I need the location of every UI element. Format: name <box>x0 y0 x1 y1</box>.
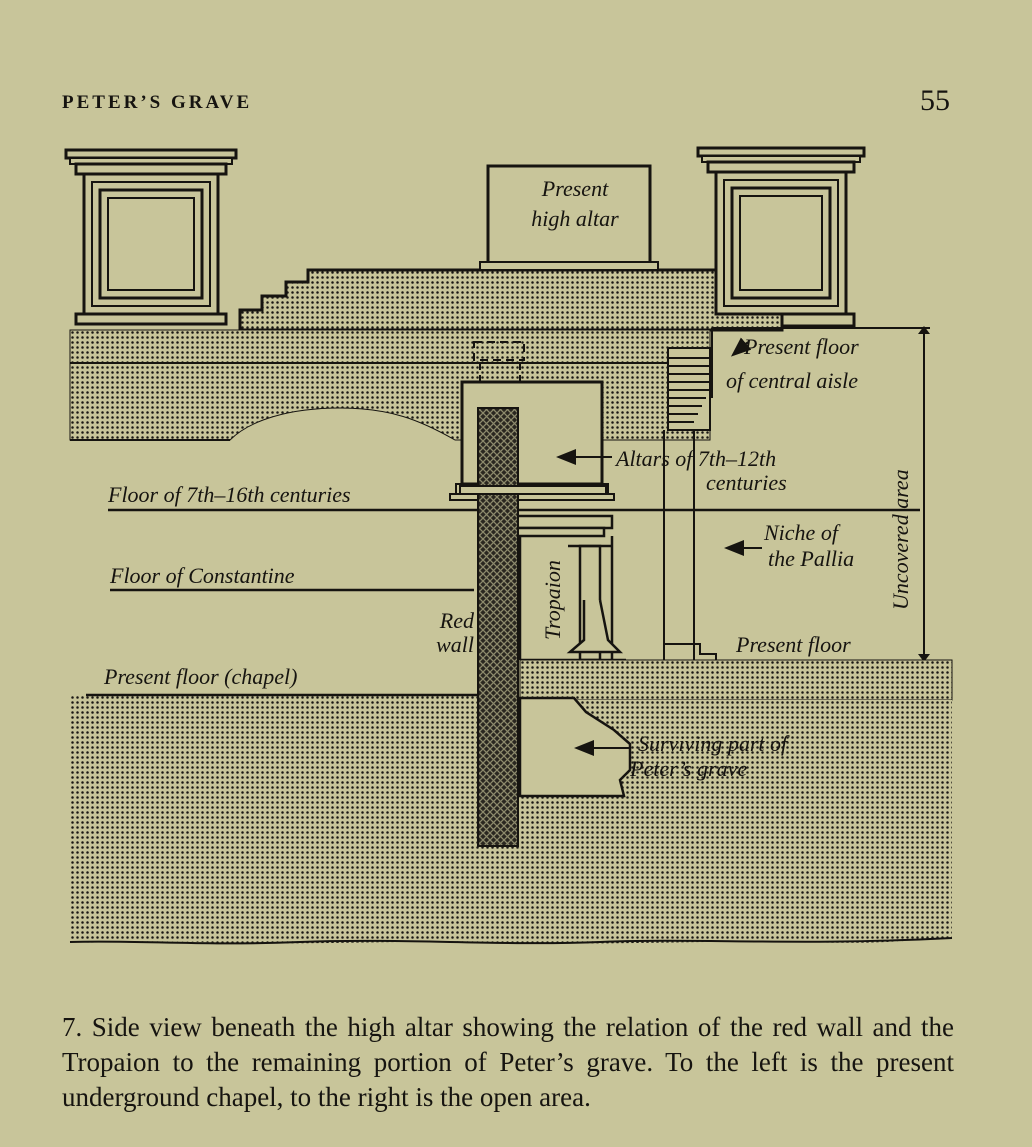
upper-masonry <box>238 268 784 332</box>
label-uncovered-area: Uncovered area <box>888 469 913 610</box>
label-present-high-altar-2: high altar <box>531 206 619 231</box>
side-view-diagram: Present high altar Present floor of cent… <box>64 146 953 945</box>
label-surviving-2: Peter’s grave <box>629 756 747 781</box>
label-tropaion: Tropaion <box>540 560 565 640</box>
label-present-floor-chapel: Present floor (chapel) <box>103 664 297 689</box>
label-altars-2: centuries <box>706 470 787 495</box>
figure-caption: 7. Side view beneath the high altar show… <box>62 1012 954 1112</box>
upper-slab <box>69 329 711 441</box>
stairs <box>667 347 711 431</box>
label-surviving-1: Surviving part of <box>638 731 790 756</box>
red-wall <box>477 407 519 847</box>
label-red-wall-1: Red <box>439 608 475 633</box>
label-present-floor-central-1: Present floor <box>743 334 859 359</box>
label-present-high-altar-1: Present <box>541 176 609 201</box>
label-floor-7th-16th: Floor of 7th–16th centuries <box>107 482 351 507</box>
running-title: PETER’S GRAVE <box>62 92 253 113</box>
label-niche-2: the Pallia <box>768 546 854 571</box>
label-present-floor-central-2: of central aisle <box>726 368 858 393</box>
right-pedestal <box>696 146 866 328</box>
present-high-altar <box>479 164 659 271</box>
page-number: 55 <box>920 84 950 117</box>
label-present-floor-right: Present floor <box>735 632 851 657</box>
altars-7th-12th <box>449 380 615 501</box>
label-floor-constantine: Floor of Constantine <box>109 563 295 588</box>
lower-ground-right <box>519 659 953 701</box>
label-altars-1: Altars of 7th–12th <box>614 446 776 471</box>
left-pedestal <box>64 148 238 326</box>
label-niche-1: Niche of <box>763 520 841 545</box>
tropaion <box>504 514 626 662</box>
label-red-wall-2: wall <box>436 632 474 657</box>
